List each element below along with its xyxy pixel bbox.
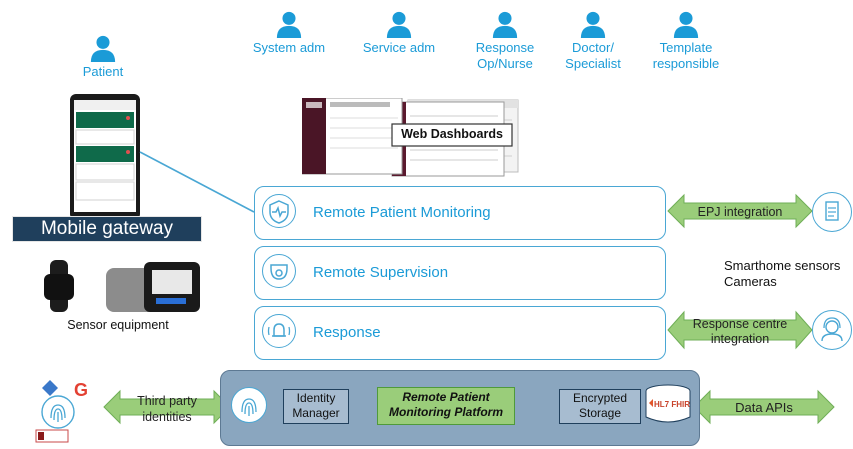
dashboard-screens-image [301,97,519,177]
camera-icon [262,254,296,288]
role-system-adm: System adm [244,10,334,56]
fingerprint-icon [231,387,267,423]
web-dashboards-label: Web Dashboards [401,127,503,141]
role-system-adm-label: System adm [252,40,326,55]
third-party-line2: identities [142,410,192,424]
web-dashboards-screenshots: Web Dashboards [301,97,520,178]
response-centre-line2: integration [710,332,770,346]
role-service-adm-label: Service adm [362,40,436,55]
response-centre-line1: Response centre [692,317,788,331]
headset-agent-icon [812,310,852,350]
service-remote-supervision: Remote Supervision [254,246,666,300]
data-apis-label: Data APIs [735,400,793,415]
service-response: Response [254,306,666,360]
mobile-phone [70,94,140,220]
service-rpm-label: Remote Patient Monitoring [313,204,491,221]
storage-line2: Storage [578,406,622,420]
third-party-identities: Third party identities [120,393,214,425]
fingerprint-icon: G [35,380,88,443]
mobile-gateway-label: Mobile gateway [40,218,174,239]
sensor-devices-image [44,260,200,312]
cameras-label: Cameras [724,274,777,289]
encrypted-storage-box: Encrypted Storage [559,389,641,424]
role-template-line2: responsible [652,56,720,71]
response-centre-integration: Response centre integration [676,317,804,347]
identity-providers: G [32,378,104,444]
role-response-op: Response Op/Nurse [460,10,550,72]
svg-text:G: G [74,380,88,400]
sensor-devices [36,258,206,314]
platform-container: Identity Manager Remote Patient Monitori… [220,370,700,446]
mobile-gateway-box: Mobile gateway [12,216,202,242]
role-patient: Patient [72,34,134,80]
alarm-bell-icon [262,314,296,348]
role-doctor: Doctor/ Specialist [548,10,638,72]
role-response-op-line1: Response [475,40,535,55]
service-supervision-label: Remote Supervision [313,264,449,281]
role-response-op-line2: Op/Nurse [477,56,533,71]
hl7-fhir-label: HL7 FHIR [654,400,690,409]
role-patient-label: Patient [82,64,124,79]
role-doctor-line1: Doctor/ [572,40,614,55]
epj-integration-label: EPJ integration [697,205,783,219]
smarthome-sensors-label: Smarthome sensors [724,258,841,273]
identity-line2: Manager [292,406,340,420]
sensor-equipment-label: Sensor equipment [67,318,169,332]
platform-line1: Remote Patient [402,390,490,404]
identity-line1: Identity [296,391,336,405]
storage-line1: Encrypted [572,391,628,405]
third-party-line1: Third party [137,394,197,408]
database-icon: HL7 FHIR [643,383,693,425]
role-template-line1: Template [659,40,713,55]
role-doctor-line2: Specialist [565,56,621,71]
platform-line2: Monitoring Platform [389,405,503,419]
service-remote-patient-monitoring: Remote Patient Monitoring [254,186,666,240]
role-template: Template responsible [640,10,732,72]
service-response-label: Response [313,324,381,341]
identity-manager-box: Identity Manager [283,389,349,424]
smarthome-text: Smarthome sensors Cameras [724,258,840,290]
role-service-adm: Service adm [354,10,444,56]
heartbeat-shield-icon [262,194,296,228]
phone-screen-image [74,100,136,212]
document-icon [812,192,852,232]
platform-core-box: Remote Patient Monitoring Platform [377,387,515,425]
